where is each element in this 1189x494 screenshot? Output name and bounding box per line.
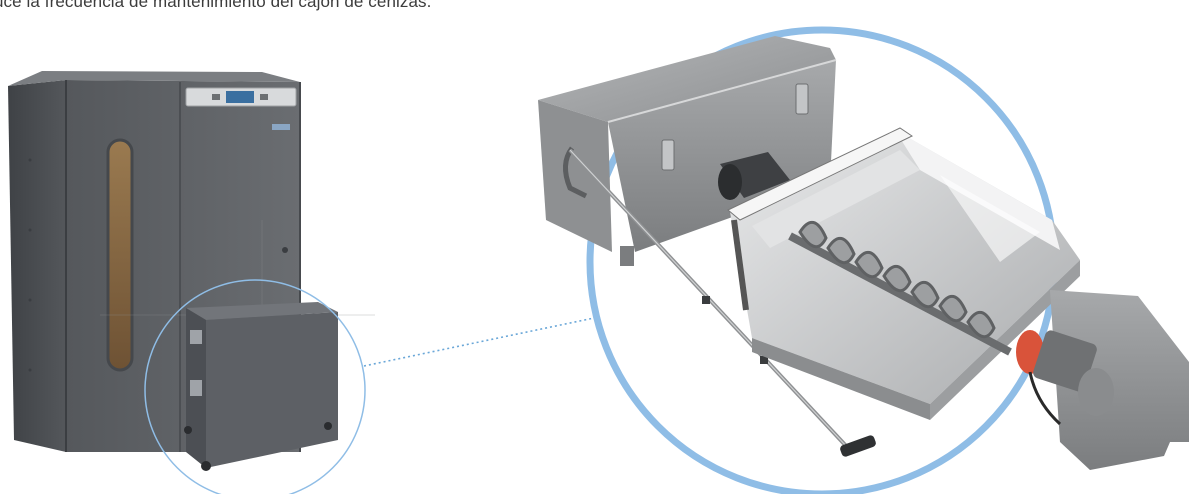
latch-icon	[190, 380, 202, 396]
latch-icon	[795, 83, 809, 115]
ash-extraction-unit-exploded	[538, 36, 837, 266]
auger-screw	[788, 221, 1012, 356]
caption-text: uce la frecuencia de mantenimiento del c…	[0, 0, 432, 11]
latch-icon	[190, 330, 202, 344]
display-screen-icon	[226, 91, 254, 103]
gear-motor	[1016, 330, 1114, 426]
door-knob-icon	[282, 247, 288, 253]
crank-handle	[568, 148, 876, 457]
wheel-icon	[324, 422, 332, 430]
cable-icon	[1028, 371, 1062, 426]
motor-cover	[1050, 290, 1189, 470]
wheel-icon	[201, 461, 211, 471]
ash-box-closed	[184, 302, 338, 471]
auger-trough	[727, 127, 1080, 420]
pellet-window	[106, 138, 134, 372]
brand-plate	[272, 124, 290, 130]
latch-icon	[661, 139, 675, 171]
callout-line	[363, 317, 595, 367]
highlight-circle-small	[144, 279, 366, 494]
